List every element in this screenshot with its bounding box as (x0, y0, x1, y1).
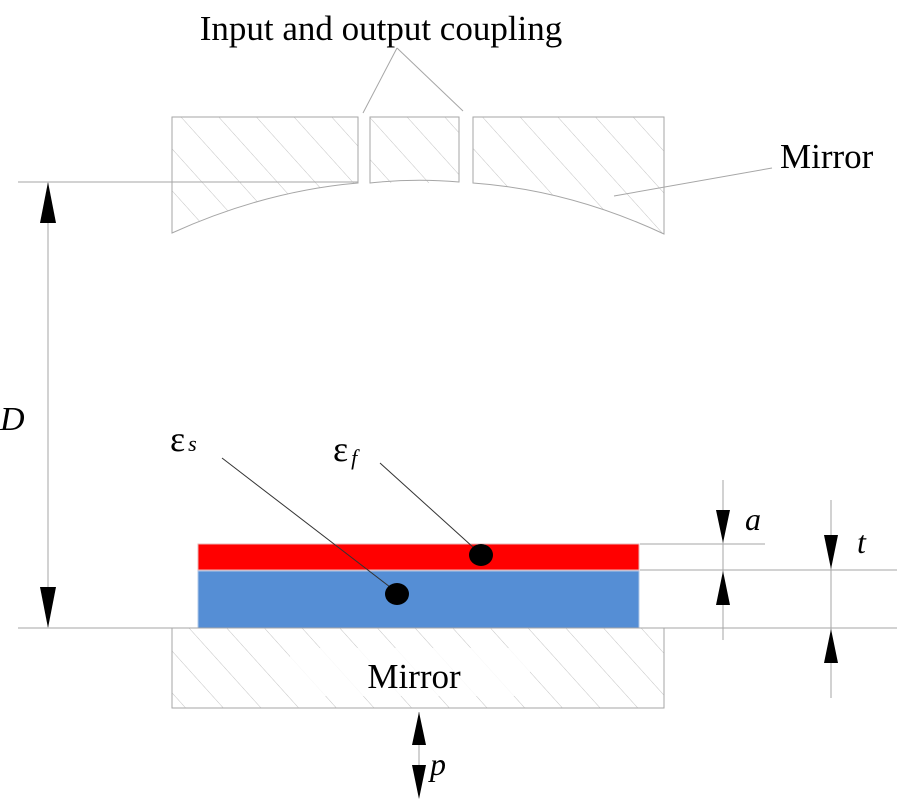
arrow-down-icon (716, 510, 730, 543)
pressure-indicator (412, 712, 426, 799)
eps-f-leader (379, 462, 475, 549)
arrow-down-icon (412, 765, 426, 799)
bottom-mirror (171, 627, 665, 709)
coupling-title: Input and output coupling (200, 9, 563, 48)
film-thickness-label: a (745, 501, 761, 537)
distance-dimension (40, 182, 56, 628)
arrow-down-icon (824, 535, 838, 569)
coupling-leader-right (396, 47, 464, 112)
coupling-leader-left (362, 47, 398, 114)
total-thickness-dimension (824, 500, 838, 698)
distance-label: D (0, 401, 25, 438)
arrow-up-icon (412, 712, 426, 745)
total-thickness-label: t (857, 524, 867, 560)
arrow-up-icon (40, 182, 56, 223)
arrow-up-icon (824, 629, 838, 663)
eps-s-marker (385, 583, 409, 605)
arrow-down-icon (40, 587, 56, 628)
top-mirror-left-segment (171, 116, 359, 234)
top-mirror-right-segment (472, 116, 665, 235)
eps-f-marker (469, 544, 493, 566)
eps-s-leader (221, 457, 391, 588)
top-mirror-center-segment (369, 116, 460, 184)
film-thickness-dimension (716, 480, 730, 640)
substrate-layer (197, 570, 640, 629)
film-layer (197, 543, 640, 571)
arrow-up-icon (716, 571, 730, 605)
pressure-label: p (428, 746, 446, 782)
top-mirror-leader (613, 167, 773, 197)
top-mirror-label: Mirror (780, 137, 874, 176)
bottom-mirror-label: Mirror (367, 657, 461, 696)
